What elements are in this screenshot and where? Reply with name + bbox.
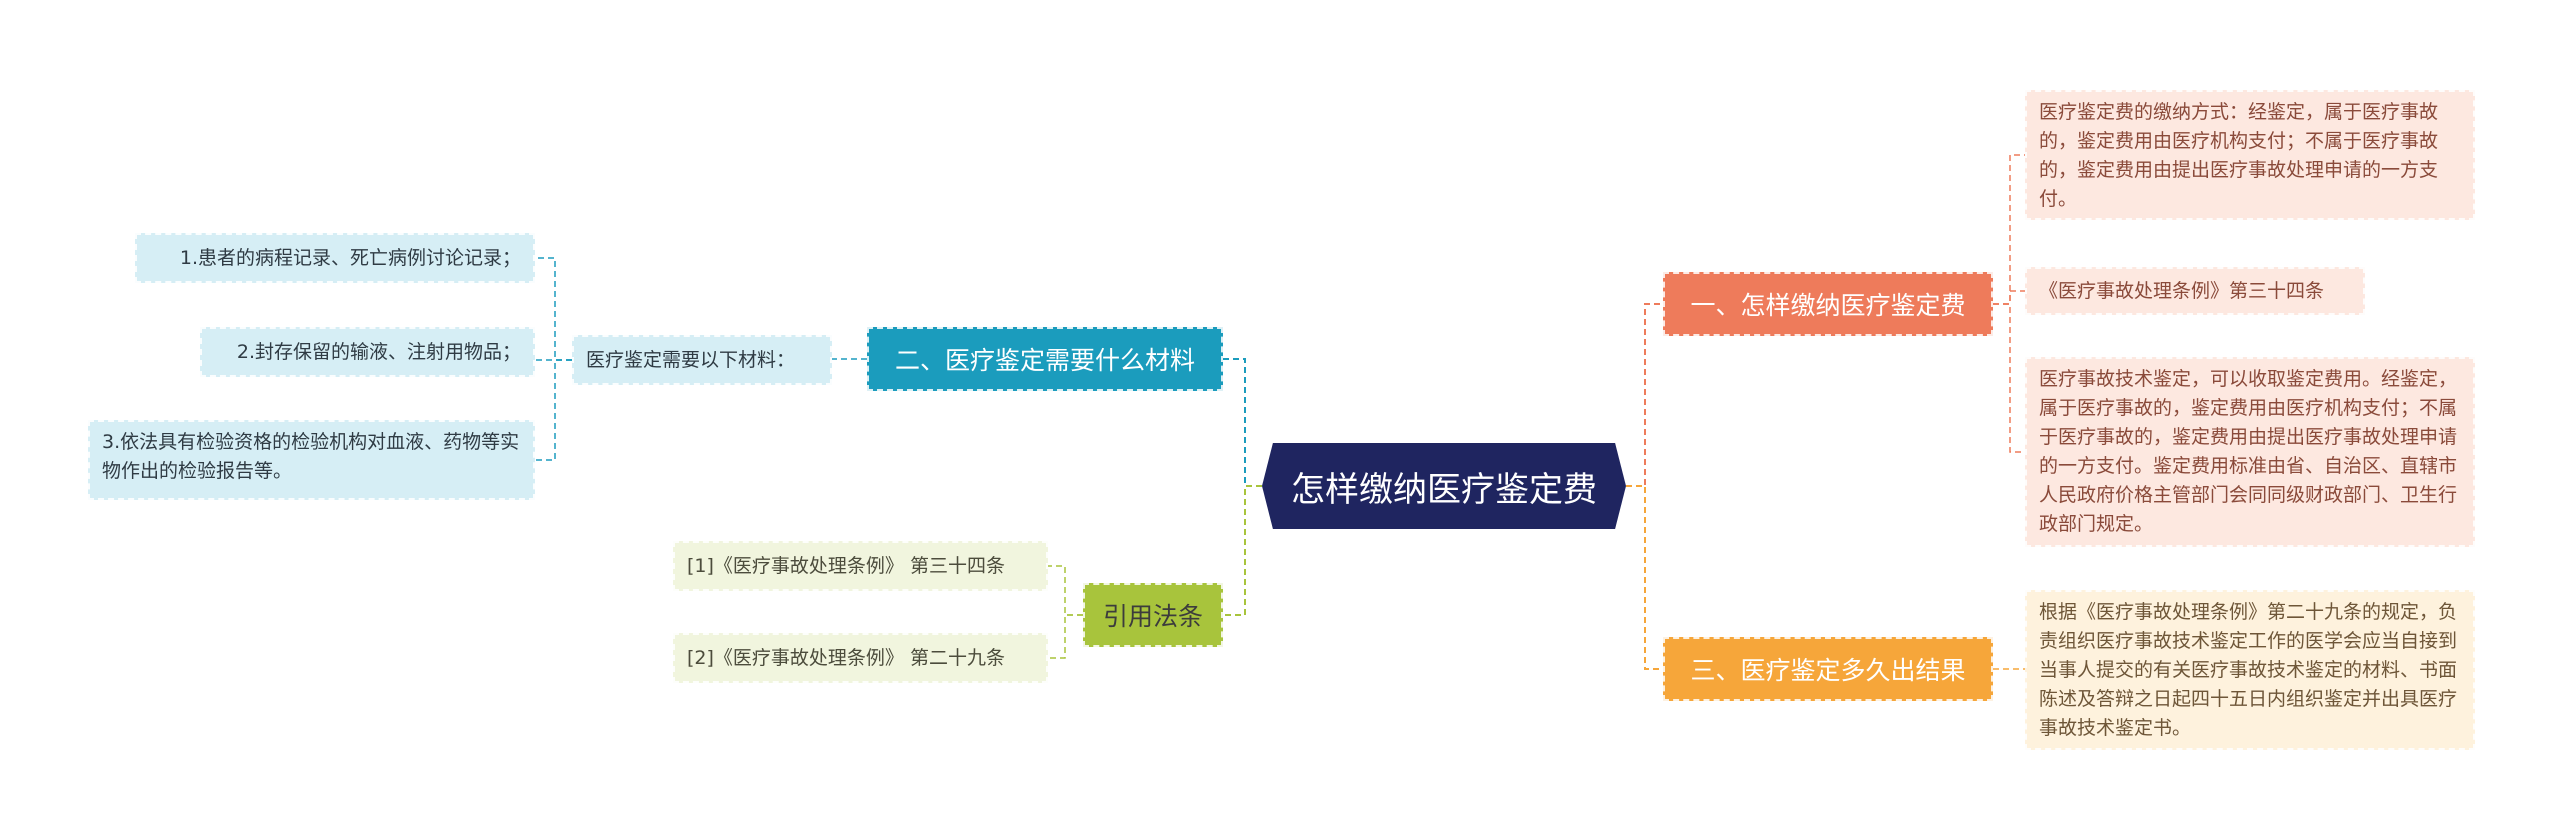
cited-law-2[interactable]: [2]《医疗事故处理条例》 第二十九条 — [673, 633, 1048, 683]
link-mid-leaf3 — [535, 359, 572, 461]
leaf-payment-method-text[interactable]: 医疗鉴定费的缴纳方式：经鉴定，属于医疗事故的，鉴定费用由医疗机构支付；不属于医疗… — [2025, 90, 2475, 220]
material-item-3[interactable]: 3.依法具有检验资格的检验机构对血液、药物等实物作出的检验报告等。 — [88, 420, 535, 500]
link-branch4-leaf2 — [1048, 614, 1083, 659]
central-topic[interactable]: 怎样缴纳医疗鉴定费 — [1262, 443, 1626, 529]
link-center-branch2 — [1223, 358, 1262, 487]
branch-cited-laws[interactable]: 引用法条 — [1083, 583, 1223, 647]
link-branch1-leaf1 — [1993, 154, 2025, 305]
link-branch1-leaf2 — [1993, 290, 2025, 305]
branch-required-materials[interactable]: 二、医疗鉴定需要什么材料 — [867, 327, 1223, 391]
materials-intro[interactable]: 医疗鉴定需要以下材料： — [572, 335, 832, 385]
material-item-1[interactable]: 1.患者的病程记录、死亡病例讨论记录； — [135, 233, 535, 283]
branch-payment-method[interactable]: 一、怎样缴纳医疗鉴定费 — [1663, 272, 1993, 336]
leaf-fee-standard-text[interactable]: 医疗事故技术鉴定，可以收取鉴定费用。经鉴定，属于医疗事故的，鉴定费用由医疗机构支… — [2025, 357, 2475, 547]
link-center-branch1 — [1626, 303, 1663, 487]
material-item-2[interactable]: 2.封存保留的输液、注射用物品； — [200, 327, 535, 377]
link-mid-leaf1 — [535, 257, 572, 361]
link-center-branch3 — [1626, 485, 1663, 670]
link-center-branch4 — [1223, 485, 1262, 616]
leaf-article-34-ref[interactable]: 《医疗事故处理条例》第三十四条 — [2025, 267, 2365, 315]
link-branch1-leaf3 — [1993, 303, 2025, 453]
link-branch4-leaf1 — [1048, 565, 1083, 616]
cited-law-1[interactable]: [1]《医疗事故处理条例》 第三十四条 — [673, 541, 1048, 591]
branch-result-time[interactable]: 三、医疗鉴定多久出结果 — [1663, 637, 1993, 701]
leaf-result-time-text[interactable]: 根据《医疗事故处理条例》第二十九条的规定，负责组织医疗事故技术鉴定工作的医学会应… — [2025, 590, 2475, 750]
